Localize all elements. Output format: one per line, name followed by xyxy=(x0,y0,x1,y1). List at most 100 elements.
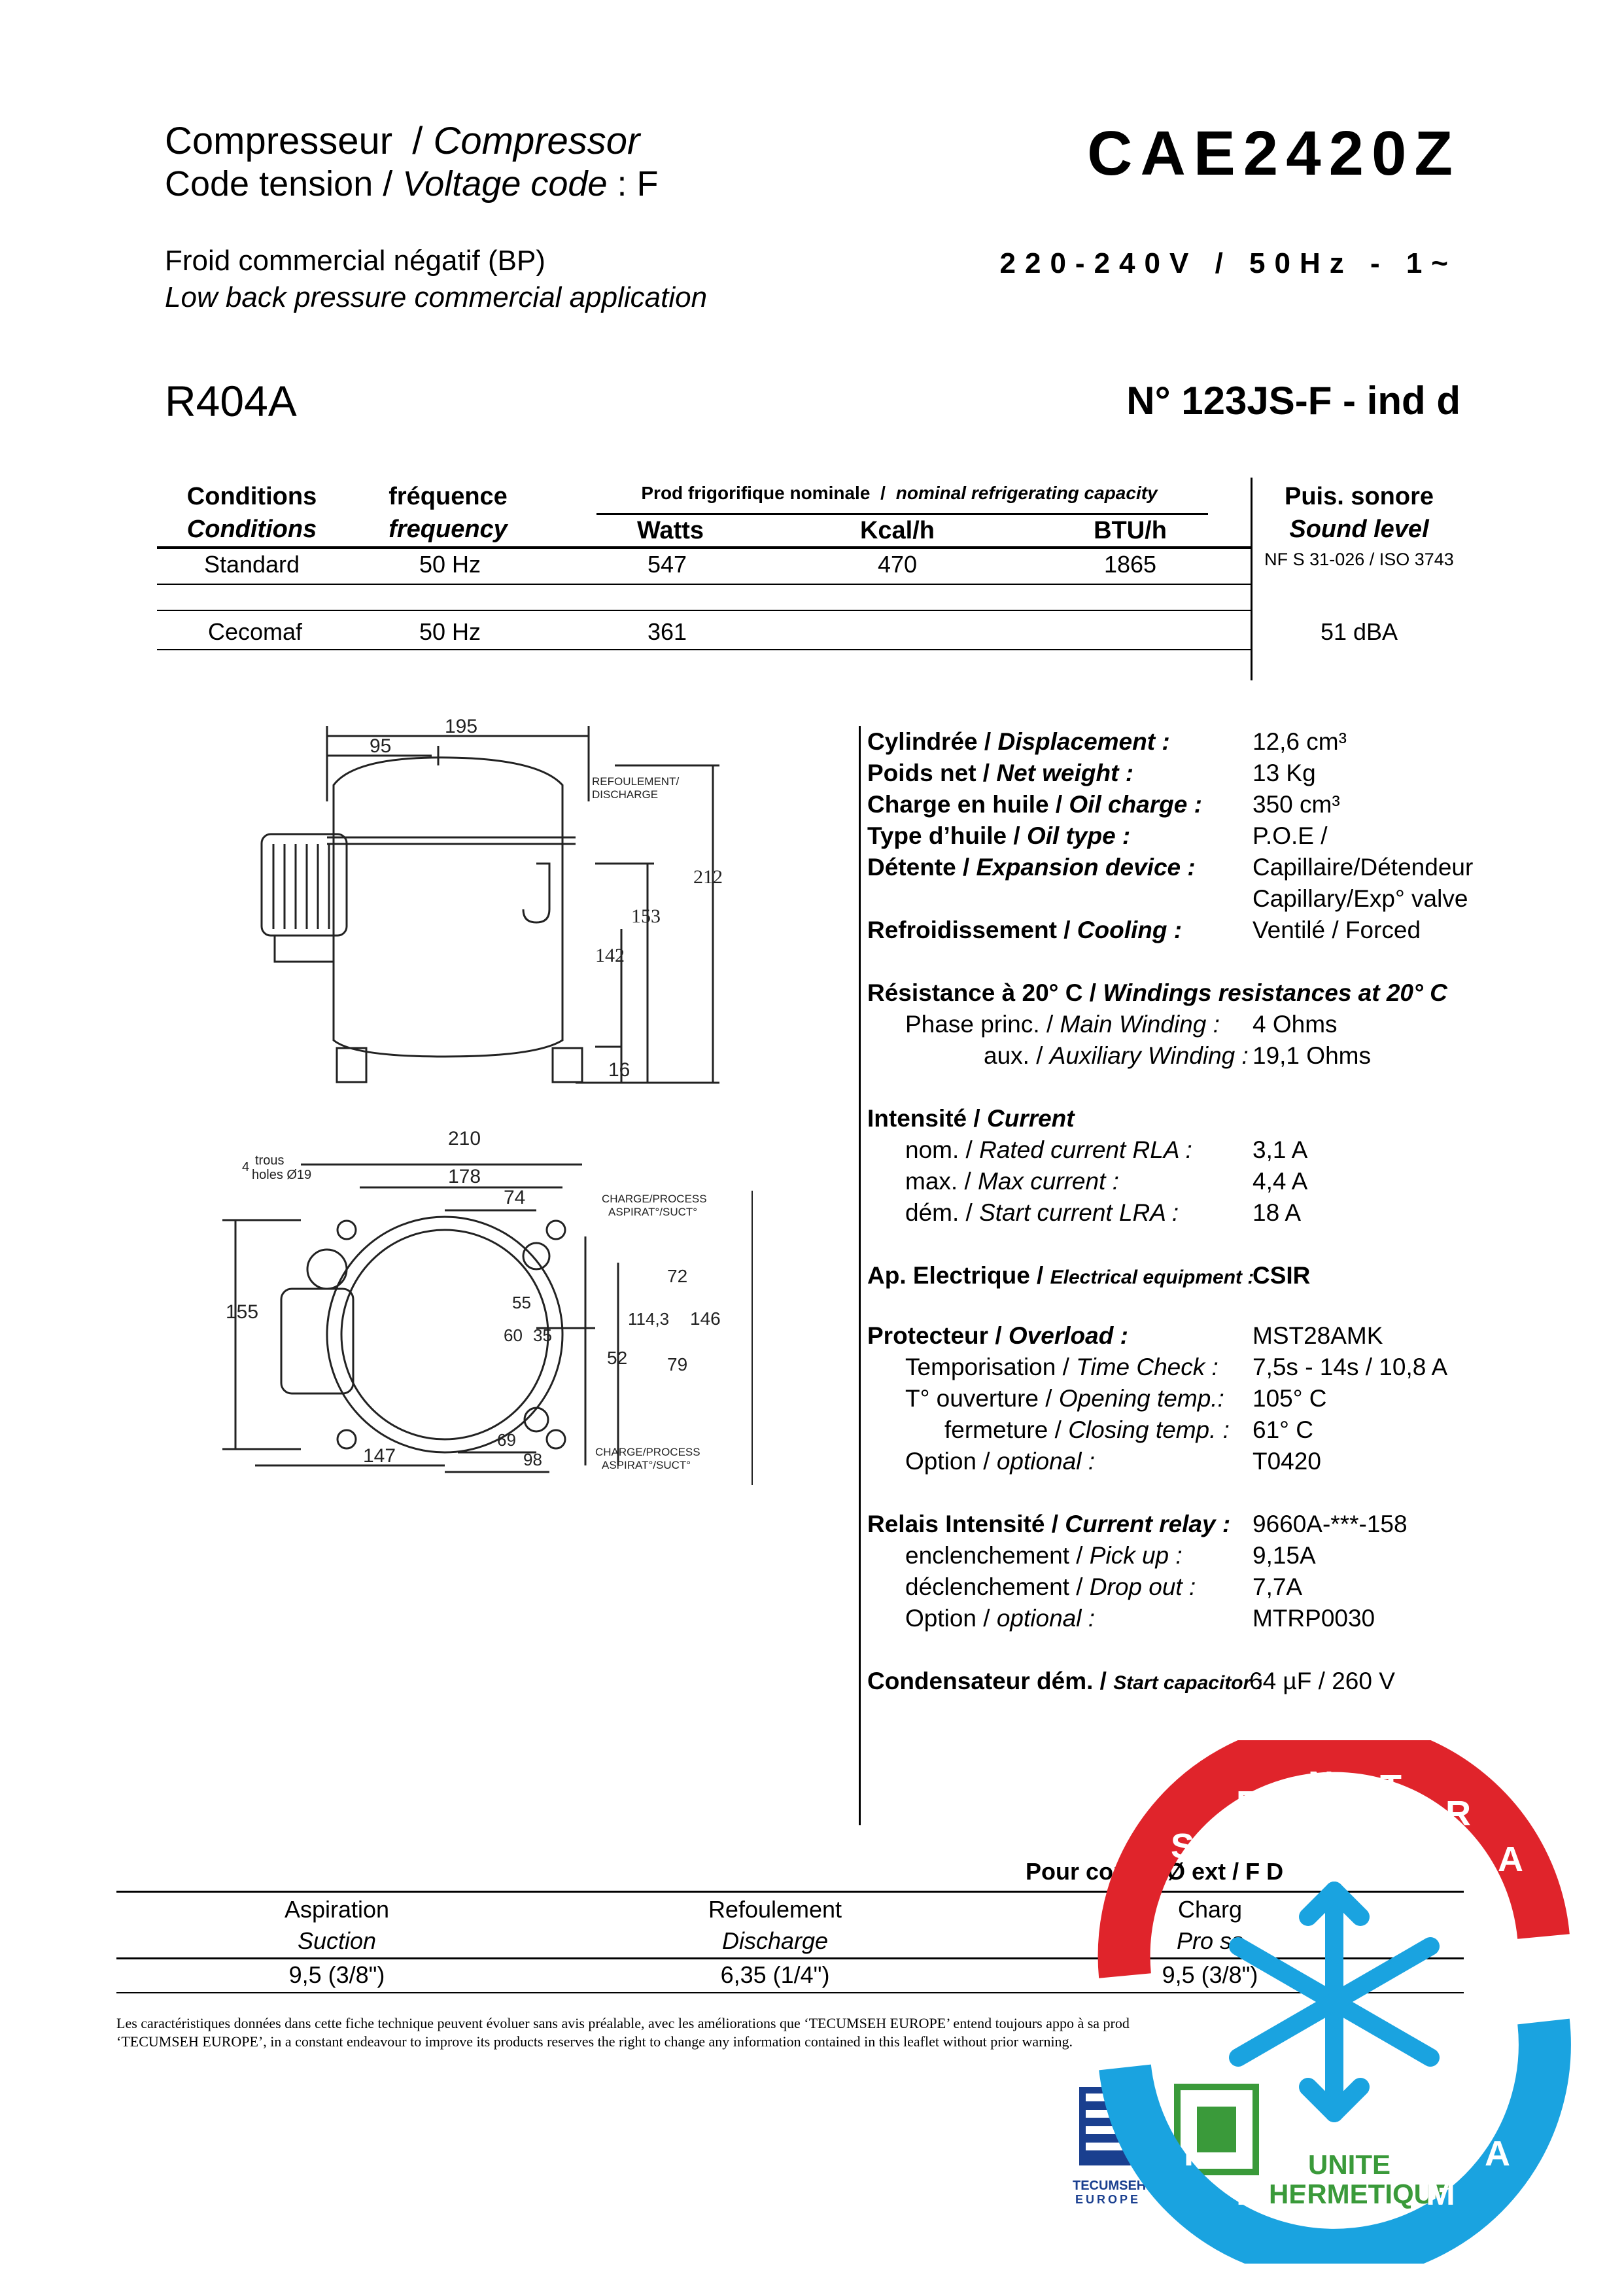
watermark-letter-a: A xyxy=(1498,1840,1523,1879)
application-en: Low back pressure commercial application xyxy=(165,281,708,313)
foot-right xyxy=(551,1047,583,1083)
dim-35: 35 xyxy=(533,1325,552,1345)
label-en: Rated current RLA : xyxy=(979,1136,1192,1163)
snowflake-icon xyxy=(1229,1882,1440,2122)
row-cecomaf-watts: 361 xyxy=(647,618,687,645)
dim-142: 142 xyxy=(595,945,625,966)
overload-label: Protecteur / Overload : xyxy=(867,1322,1128,1350)
process-label-fr: Charg xyxy=(1177,1896,1243,1923)
hermetique-text: HERMETIQUE xyxy=(1269,2179,1453,2209)
discharge-tube xyxy=(522,862,551,924)
title-line-1: Compresseur / Compressor xyxy=(165,119,640,163)
label-en: optional : xyxy=(996,1605,1096,1632)
capacitor-label: Condensateur dém. / Start capacitor : xyxy=(867,1668,1263,1695)
row-standard-kcal: 470 xyxy=(877,551,918,578)
label-fr: enclenchement / xyxy=(905,1542,1083,1569)
col-freq-fr: fréquence xyxy=(389,483,508,510)
table-row-rule-2 xyxy=(157,610,1251,611)
col-sound-en: Sound level xyxy=(1289,516,1429,543)
dropout-label: déclenchement / Drop out : xyxy=(905,1573,1196,1601)
table-row-rule-1 xyxy=(157,584,1251,585)
specs-divider xyxy=(859,726,861,1825)
col-kcal: Kcal/h xyxy=(859,517,935,544)
col-freq-en: frequency xyxy=(389,516,508,543)
dim-60: 60 xyxy=(504,1325,523,1345)
unite-text: UNITE xyxy=(1308,2149,1391,2180)
label-charge-bottom-2: ASPIRAT°/SUCT° xyxy=(602,1459,691,1471)
label-en: Start current LRA : xyxy=(979,1199,1179,1226)
suction-value: 9,5 (3/8") xyxy=(288,1961,385,1988)
label-en: Max current : xyxy=(978,1168,1119,1195)
rla-value: 3,1 A xyxy=(1253,1136,1308,1163)
label-en: Start capacitor : xyxy=(1113,1672,1263,1694)
label-en: Current relay : xyxy=(1065,1511,1231,1537)
process-value: 9,5 (3/8") xyxy=(1162,1961,1258,1988)
top-view-terminal xyxy=(280,1288,354,1395)
label-en: Opening temp.: xyxy=(1058,1385,1224,1412)
label-fr: Condensateur dém. / xyxy=(867,1668,1107,1694)
watermark-letter-e: E xyxy=(1236,1784,1260,1823)
tecumseh-text: TECUMSEH xyxy=(1073,2179,1147,2193)
voltage-spec: 220-240V / 50Hz - 1~ xyxy=(999,247,1457,279)
unite-hermetique-emblem-icon xyxy=(1174,2084,1259,2175)
label-en: Net weight : xyxy=(996,760,1134,786)
spec-oil-type-value: P.O.E / xyxy=(1253,822,1328,849)
label-fr: nom. / xyxy=(905,1136,973,1163)
process-port xyxy=(523,1407,549,1433)
overload-option-label: Option / optional : xyxy=(905,1448,1095,1475)
suction-label-en: Suction xyxy=(297,1927,377,1954)
label-discharge-1: REFOULEMENT/ xyxy=(592,775,679,788)
label-en: Auxiliary Winding : xyxy=(1049,1042,1249,1069)
overload-value: MST28AMK xyxy=(1253,1322,1383,1349)
row-standard-btu: 1865 xyxy=(1103,551,1157,578)
label-fr: Temporisation / xyxy=(905,1354,1069,1380)
electrical-label: Ap. Electrique / Electrical equipment : xyxy=(867,1262,1254,1289)
compressor-drawing: 195 95 212 153 142 16 REFOULEMENT/ DISCH… xyxy=(222,716,753,1485)
watermark-red-arc xyxy=(1097,1740,1570,1978)
label-fr: Relais Intensité / xyxy=(867,1511,1058,1537)
label-en: Oil type : xyxy=(1026,822,1131,849)
dim-95: 95 xyxy=(370,735,391,757)
dim-114-3: 114,3 xyxy=(628,1309,669,1329)
watermark-letter-i2: I xyxy=(1367,2193,1377,2232)
label-fr: Option / xyxy=(905,1448,990,1475)
rla-label: nom. / Rated current RLA : xyxy=(905,1136,1192,1164)
spec-cooling-value: Ventilé / Forced xyxy=(1253,917,1421,943)
spec-expansion-label: Détente / Expansion device : xyxy=(867,854,1196,881)
aux-winding-value: 19,1 Ohms xyxy=(1253,1042,1371,1069)
pickup-label: enclenchement / Pick up : xyxy=(905,1542,1183,1569)
label-holes-2: holes Ø19 xyxy=(252,1168,311,1182)
label-en: Closing temp. : xyxy=(1068,1416,1230,1443)
resistance-title: Résistance à 20° C / Windings resistance… xyxy=(867,979,1447,1007)
label-fr: T° ouverture / xyxy=(905,1385,1052,1412)
footer-note-fr: Les caractéristiques données dans cette … xyxy=(116,2015,1130,2031)
title-en: Windings resistances at 20° C xyxy=(1103,979,1447,1006)
side-view-body xyxy=(332,756,564,1058)
label-en: Overload : xyxy=(1008,1322,1128,1349)
col-capacity-header: Prod frigorifique nominale / nominal ref… xyxy=(641,483,1157,504)
title-fr: Compresseur xyxy=(165,120,393,162)
label-fr: Option / xyxy=(905,1605,990,1632)
dim-74: 74 xyxy=(504,1187,525,1208)
label-en: Displacement : xyxy=(997,728,1170,755)
row-cecomaf-freq: 50 Hz xyxy=(419,618,481,645)
row-standard-condition: Standard xyxy=(203,551,300,578)
col-conditions-fr: Conditions xyxy=(186,483,317,510)
main-winding-value: 4 Ohms xyxy=(1253,1011,1338,1038)
row-cecomaf-condition: Cecomaf xyxy=(207,618,303,645)
col-watts: Watts xyxy=(636,517,704,544)
max-current-label: max. / Max current : xyxy=(905,1168,1119,1195)
watermark-letter-r: R xyxy=(1445,1794,1471,1833)
table-row-rule-3 xyxy=(157,649,1251,650)
label-en: Main Winding : xyxy=(1060,1011,1220,1038)
relay-label: Relais Intensité / Current relay : xyxy=(867,1511,1230,1538)
spec-oil-charge-label: Charge en huile / Oil charge : xyxy=(867,791,1202,818)
label-discharge-2: DISCHARGE xyxy=(592,788,658,801)
row-standard-freq: 50 Hz xyxy=(419,551,481,578)
time-check-label: Temporisation / Time Check : xyxy=(905,1354,1218,1381)
relay-option-value: MTRP0030 xyxy=(1253,1605,1375,1632)
closing-temp-value: 61° C xyxy=(1253,1416,1313,1443)
title-fr: Intensité / xyxy=(867,1105,980,1132)
label-fr: Charge en huile / xyxy=(867,791,1063,818)
dim-178: 178 xyxy=(448,1166,481,1187)
